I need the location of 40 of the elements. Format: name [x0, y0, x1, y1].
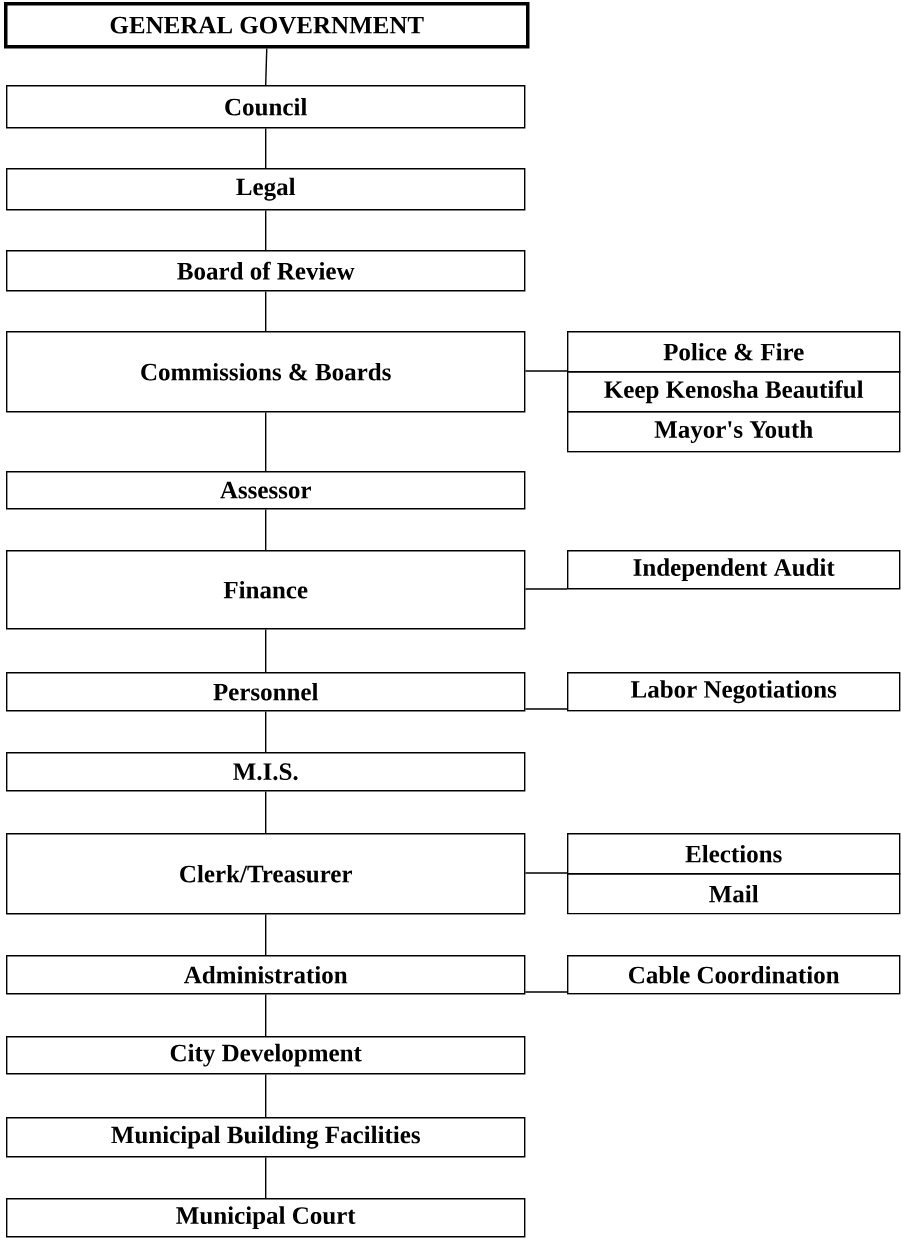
org-box: Legal — [6, 168, 526, 211]
org-box: Labor Negotiations — [567, 672, 901, 712]
org-box: Board of Review — [6, 250, 526, 292]
connector-line — [265, 508, 267, 551]
connector-line — [265, 209, 267, 251]
org-box: Police & Fire — [567, 331, 901, 373]
connector-line — [265, 411, 267, 472]
org-box: Clerk/Treasurer — [6, 833, 526, 915]
connector-line — [265, 47, 268, 86]
org-box: Independent Audit — [567, 550, 901, 590]
org-box: Elections — [567, 833, 901, 875]
connector-line — [524, 588, 568, 590]
org-box: GENERAL GOVERNMENT — [4, 2, 530, 49]
org-box: Mail — [567, 873, 901, 915]
connector-line — [524, 370, 568, 372]
org-box: Commissions & Boards — [6, 331, 526, 413]
connector-line — [265, 913, 267, 956]
org-box: Keep Kenosha Beautiful — [567, 371, 901, 413]
connector-line — [265, 1073, 267, 1118]
connector-line — [524, 708, 568, 710]
org-box: Finance — [6, 550, 526, 630]
connector-line — [265, 993, 267, 1037]
org-box: Mayor's Youth — [567, 411, 901, 453]
connector-line — [265, 790, 267, 834]
org-box: Assessor — [6, 471, 526, 510]
connector-line — [524, 872, 568, 874]
org-box: Personnel — [6, 672, 526, 712]
org-box: Municipal Court — [6, 1198, 526, 1238]
org-box: Council — [6, 85, 526, 129]
org-box: Cable Coordination — [567, 955, 901, 995]
connector-line — [265, 1156, 267, 1199]
connector-line — [265, 127, 267, 169]
connector-line — [524, 991, 568, 993]
connector-line — [265, 710, 267, 753]
connector-line — [265, 290, 267, 332]
org-box: Administration — [6, 955, 526, 995]
connector-line — [265, 628, 267, 673]
org-box: City Development — [6, 1036, 526, 1075]
org-box: Municipal Building Facilities — [6, 1117, 526, 1158]
org-box: M.I.S. — [6, 752, 526, 792]
